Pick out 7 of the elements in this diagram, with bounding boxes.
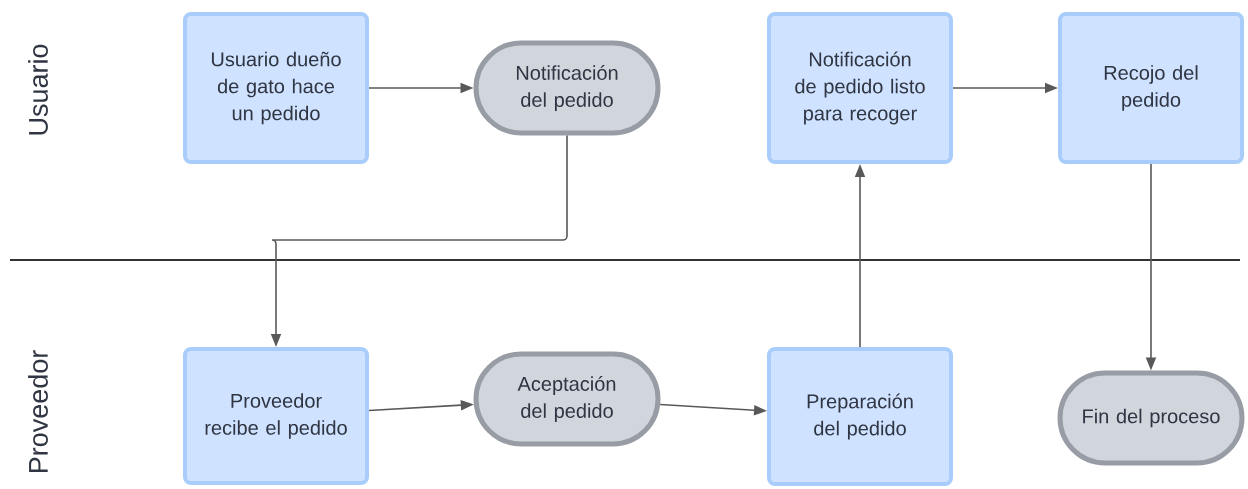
- process-box: Notificación de pedido listo para recoger: [767, 12, 953, 164]
- process-box: Usuario dueño de gato hace un pedido: [183, 12, 369, 164]
- process-box: Recojo del pedido: [1058, 12, 1244, 164]
- process-box: Preparación del pedido: [767, 347, 953, 486]
- lane-label: Proveedor: [28, 350, 48, 473]
- process-box: Proveedor recibe el pedido: [183, 347, 369, 485]
- lane-label: Usuario: [28, 44, 48, 135]
